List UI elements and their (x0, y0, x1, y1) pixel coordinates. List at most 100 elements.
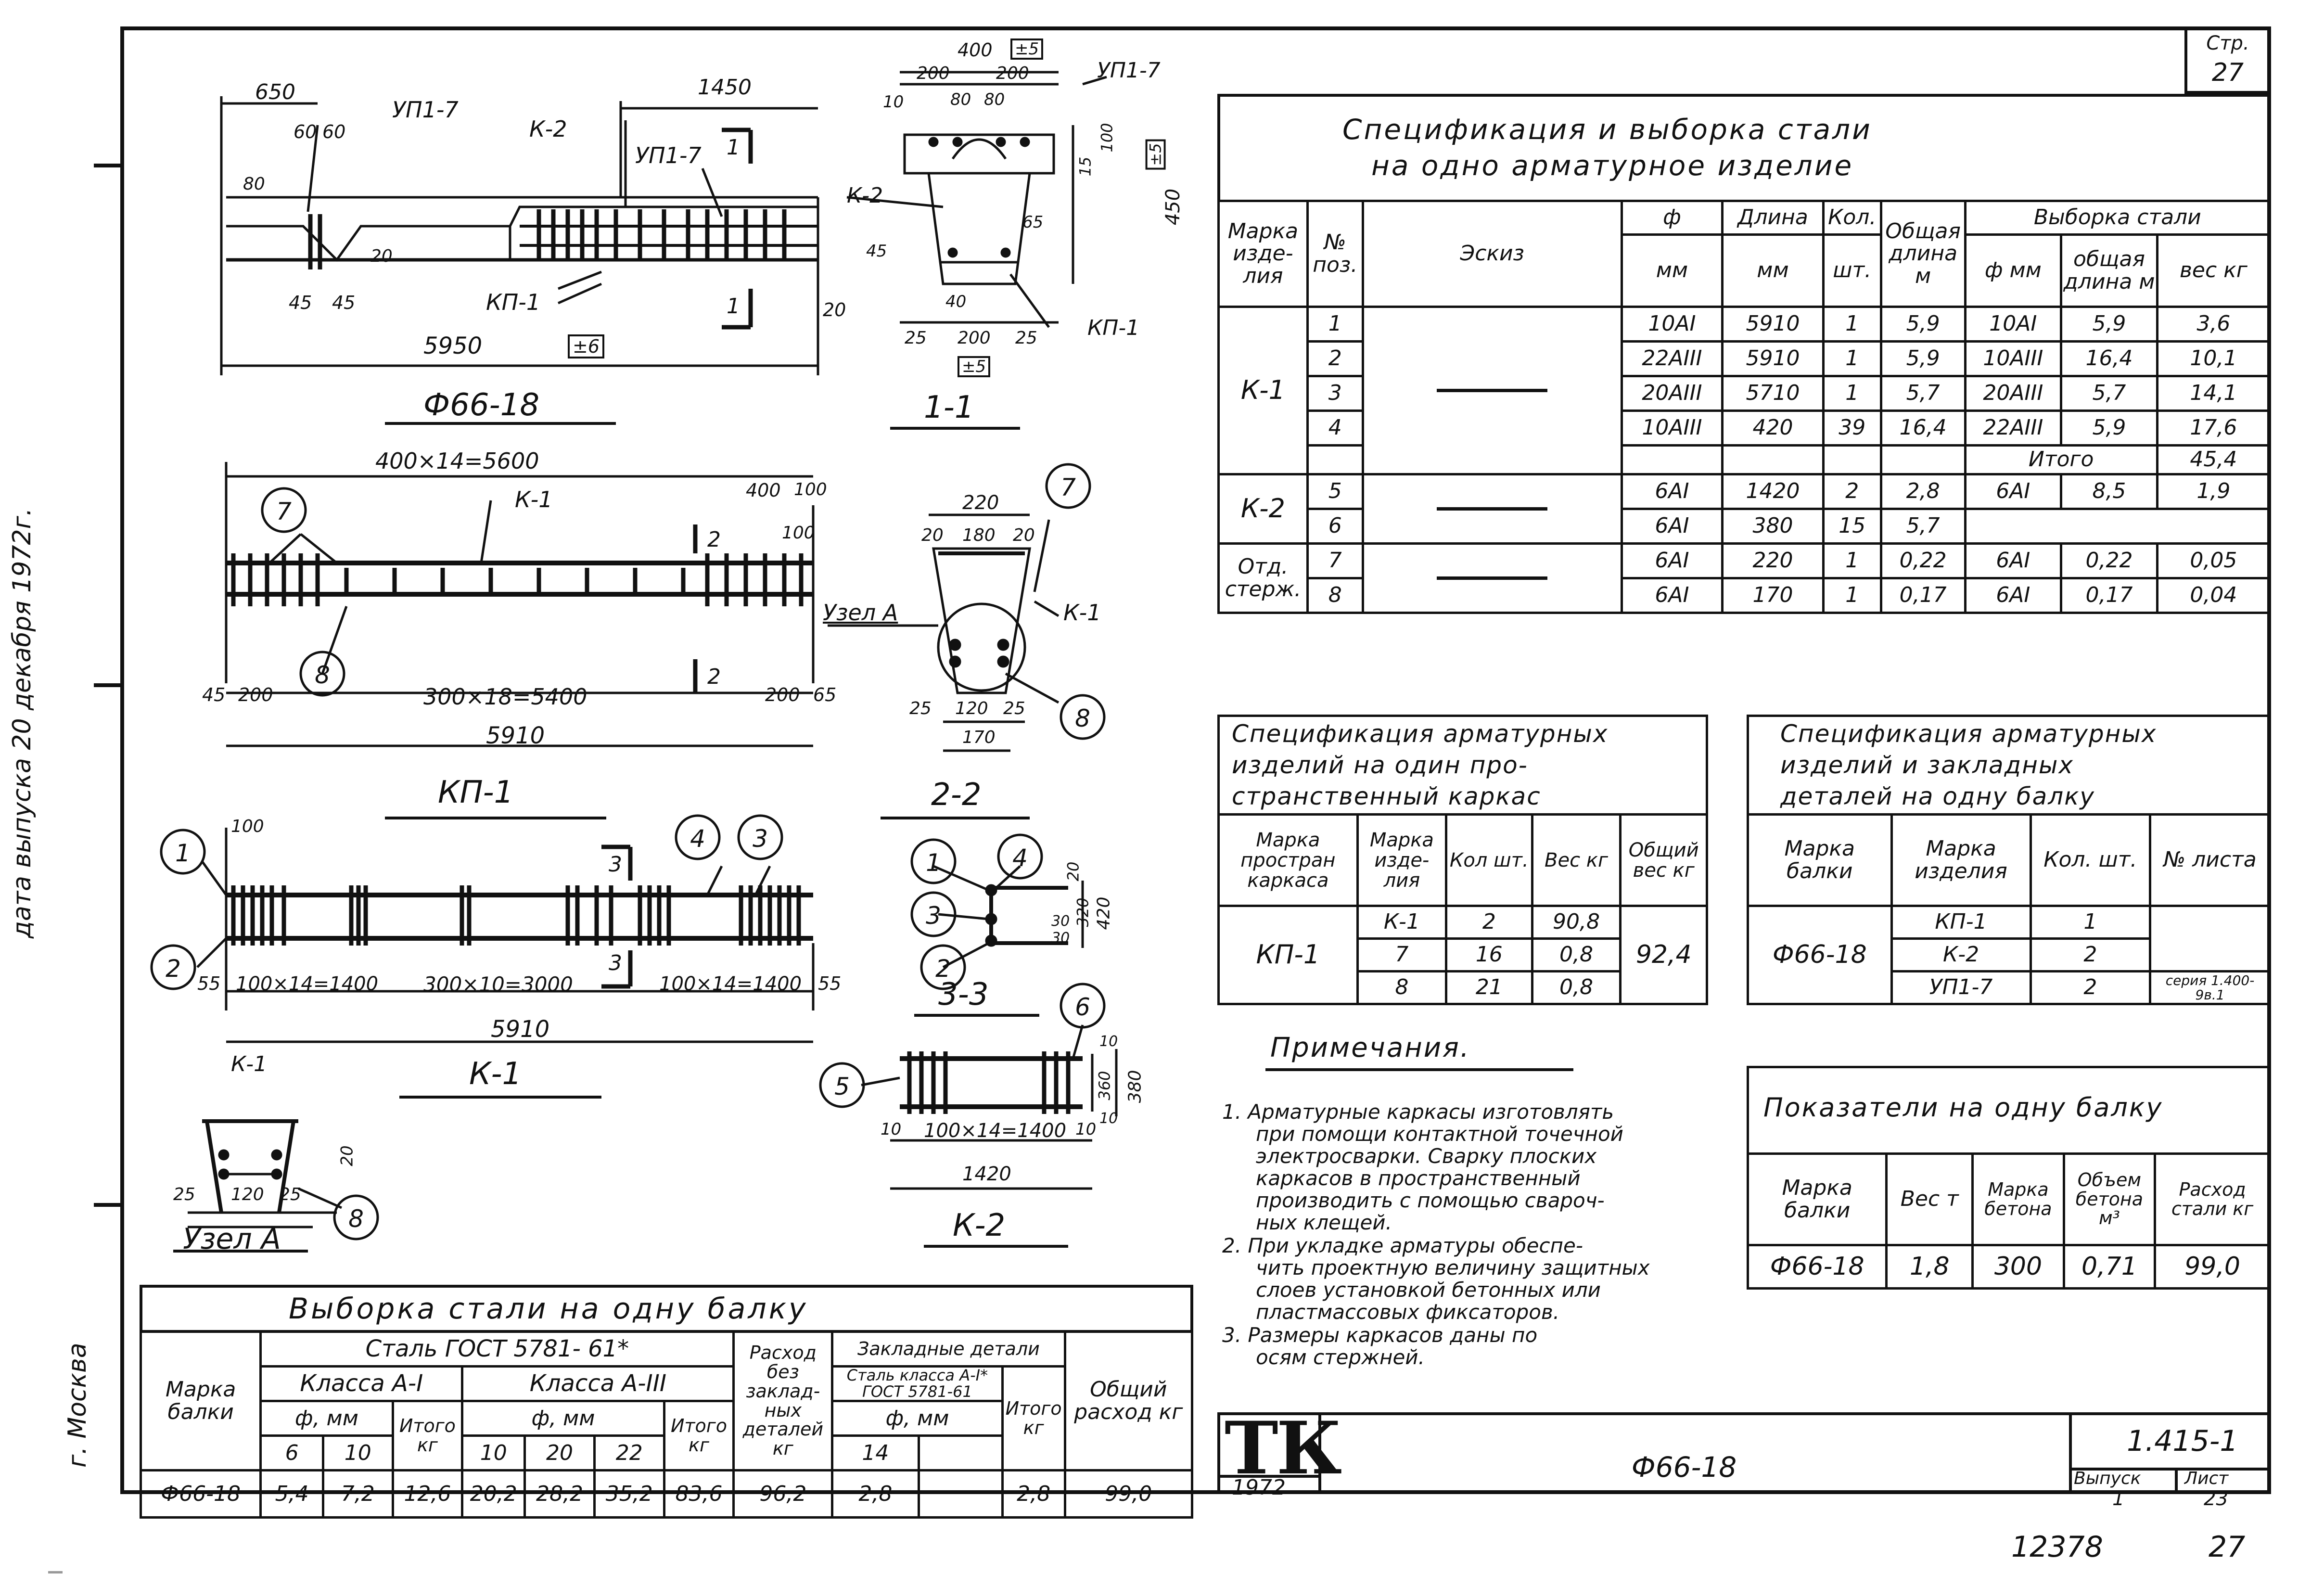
s11-tol-5c: ±5 (958, 356, 991, 377)
s22-dim-220: 220 (962, 492, 999, 514)
k1-elevation (196, 828, 815, 1099)
dim-5950: 5950 (423, 333, 483, 359)
title-block-sheet-label: Лист (2184, 1469, 2229, 1488)
cell-wt: 0,8 (1531, 970, 1622, 1005)
drawings-svg (150, 71, 1118, 1253)
hdr-selection: Выборка стали (1964, 200, 2272, 236)
cell-phi: 10АIII (1620, 409, 1724, 447)
cell-item: УП1-7 (1890, 970, 2032, 1005)
s11-dim-10: 10 (883, 92, 904, 112)
title-section-2-2: 2-2 (931, 777, 982, 813)
k2-dim-10d: 10 (1099, 1110, 1118, 1127)
title-section-3-3: 3-3 (938, 977, 989, 1012)
cell-steel: 99,0 (2154, 1244, 2271, 1290)
table-row: 3 20АIII 5710 1 5,7 20АIII 5,7 14,1 (1219, 375, 2272, 412)
cell-c-blank (917, 1469, 1004, 1519)
callout-4a: 4 (690, 825, 705, 853)
table-row: 4 10АIII 420 39 16,4 22АIII 5,9 17,6 (1219, 409, 2272, 447)
cell-slen: 5,9 (2060, 409, 2158, 447)
diam-b10: 10 (461, 1434, 526, 1472)
hdr-sel-wt: вес кг (2156, 233, 2272, 308)
k2-elevation (861, 1024, 1118, 1248)
cell-pos: 3 (1306, 375, 1364, 412)
frame-total: 92,4 (1619, 905, 1708, 1005)
k1-dim-1400b: 100×14=1400 (659, 973, 802, 995)
section-2-2 (828, 513, 1060, 819)
spec-embedded-table: Марка балки Марка изделия Кол. шт. № лис… (1747, 813, 2271, 1005)
section-1-1 (846, 71, 1107, 430)
callout-3b: 3 (926, 902, 941, 930)
cell-item: 8 (1356, 970, 1448, 1005)
hdr-qty: Кол. шт. (2029, 813, 2152, 907)
hdr-qty: Кол шт. (1445, 813, 1533, 907)
cell-mark: Ф66-18 (139, 1469, 262, 1519)
cell-tot: 5,7 (1879, 375, 1966, 412)
s11-dim-25a: 25 (905, 328, 927, 348)
k1-dim-100: 100 (231, 817, 264, 836)
diam-a10: 10 (321, 1434, 394, 1472)
cell-qty: 2 (1445, 905, 1533, 940)
spec-main-title-1: Спецификация и выборка стали (1342, 113, 1872, 146)
hdr-grand: Общий расход кг (1063, 1330, 1194, 1472)
cell-swt: 17,6 (2156, 409, 2272, 447)
s11-dim-450: 450 (1162, 188, 1185, 226)
hdr-gost: Сталь ГОСТ 5781- 61* (259, 1330, 735, 1368)
node-a-detail (173, 1119, 343, 1253)
spec-main-table: Марка изде- лия № поз. Эскиз ф Длина Кол… (1217, 200, 2272, 614)
label-kp1-beam: КП-1 (486, 289, 541, 315)
cell-sphi: 22АIII (1964, 409, 2063, 447)
cell-slen: 16,4 (2060, 340, 2158, 377)
table-row: 8 21 0,8 (1219, 970, 1707, 1005)
callout-4b: 4 (1012, 844, 1028, 872)
cell-mark: Ф66-18 (1746, 1244, 1888, 1290)
hdr-beam-mark: Марка балки (1746, 1152, 1888, 1246)
note-line: электросварки. Сварку плоских (1256, 1144, 1597, 1168)
table-row-total: Итого 45,4 (1219, 444, 2272, 475)
cell-pos: 2 (1306, 340, 1364, 377)
cell-swt: 3,6 (2156, 306, 2272, 343)
cell-slen: 0,17 (2060, 577, 2158, 614)
diam-c14: 14 (831, 1434, 920, 1472)
cut-1a: 1 (727, 135, 740, 160)
k2-dim-1420: 1420 (962, 1163, 1011, 1185)
cell-b22: 35,2 (593, 1469, 665, 1519)
hdr-embed-total: Итого кг (1001, 1365, 1066, 1472)
k1-dim-3000: 300×10=3000 (423, 972, 573, 996)
sketch-bar (1361, 473, 1623, 545)
hdr-length: Длина (1721, 200, 1825, 236)
table-row: К-2 2 (1748, 937, 2270, 972)
s22-dim-180: 180 (962, 525, 996, 545)
title-block-divider (1318, 1412, 1321, 1494)
cell-len: 1420 (1721, 473, 1825, 510)
dim-20a: 20 (370, 246, 393, 266)
callout-7a: 7 (276, 498, 292, 525)
s33-dim-30b: 30 (1051, 930, 1070, 946)
title-block-series: 1.415-1 (2127, 1424, 2238, 1458)
hdr-pos: № поз. (1306, 200, 1364, 308)
callout-1a: 1 (175, 839, 191, 867)
dim-1450: 1450 (698, 75, 752, 100)
page-label: Стр. (2206, 32, 2249, 54)
dim-60b: 60 (322, 121, 346, 142)
group-mark: Отд. стерж. (1217, 542, 1309, 614)
callout-1b: 1 (926, 849, 941, 877)
cell-slen: 0,22 (2060, 542, 2158, 579)
margin-tick (94, 683, 120, 687)
table-row: 2 22АIII 5910 1 5,9 10АIII 16,4 10,1 (1219, 340, 2272, 377)
cell-item: К-1 (1356, 905, 1448, 940)
spec-frames-table: Марка простран каркаса Марка изде- лия К… (1217, 813, 1708, 1005)
hdr-volume: Объем бетона м³ (2062, 1152, 2157, 1246)
hdr-phi-a: ф, мм (259, 1400, 394, 1437)
indicators-table: Марка балки Вес т Марка бетона Объем бет… (1746, 1152, 2271, 1290)
hdr-steel: Расход стали кг (2154, 1152, 2271, 1246)
spec-embedded-title-2: изделий и закладных (1780, 751, 2074, 779)
hdr-phi-b: ф, мм (461, 1400, 665, 1437)
cell-tot: 0,17 (1879, 577, 1966, 614)
s33-dim-320: 320 (1073, 897, 1092, 927)
label-up1: УП1-7 (392, 97, 459, 123)
cell-phi: 10АI (1620, 306, 1724, 343)
cell-tot: 0,22 (1879, 542, 1966, 579)
k1-cut-3b: 3 (609, 951, 622, 975)
diam-a6: 6 (259, 1434, 324, 1472)
s11-dim-15: 15 (1076, 156, 1095, 177)
